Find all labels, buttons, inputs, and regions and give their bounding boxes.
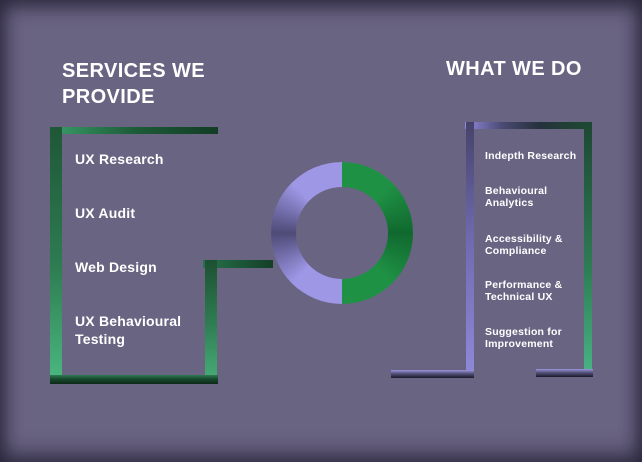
left-bracket-left-bar: [50, 127, 62, 384]
left-bracket-arm-vertical: [205, 260, 217, 375]
donut-chart-hole: [296, 187, 388, 279]
wwd-item-suggestion-improvement: Suggestion for Improvement: [485, 326, 562, 350]
right-bracket-right-bar: [584, 122, 592, 369]
wwd-item-accessibility-compliance: Accessibility & Compliance: [485, 233, 563, 257]
right-bracket-bottom-right-bar: [536, 369, 593, 377]
service-item-web-design: Web Design: [75, 259, 157, 275]
right-panel-title: WHAT WE DO: [446, 58, 582, 80]
left-panel-title: SERVICES WE PROVIDE: [62, 60, 205, 108]
right-bracket-top-bar: [465, 122, 589, 129]
wwd-item-indepth-research: Indepth Research: [485, 150, 577, 162]
left-bracket-arm-horizontal: [203, 260, 273, 268]
left-bracket-bottom-bar: [50, 375, 218, 384]
donut-chart: [271, 162, 413, 304]
service-item-ux-behavioural-testing: UX Behavioural Testing: [75, 313, 182, 347]
wwd-item-performance-technical-ux: Performance & Technical UX: [485, 279, 563, 303]
service-item-ux-audit: UX Audit: [75, 205, 136, 221]
right-bracket-bottom-left-bar: [391, 370, 474, 378]
service-item-ux-research: UX Research: [75, 151, 164, 167]
wwd-item-behavioural-analytics: Behavioural Analytics: [485, 185, 548, 209]
right-bracket-left-bar: [466, 122, 474, 378]
left-bracket-top-bar: [50, 127, 218, 134]
